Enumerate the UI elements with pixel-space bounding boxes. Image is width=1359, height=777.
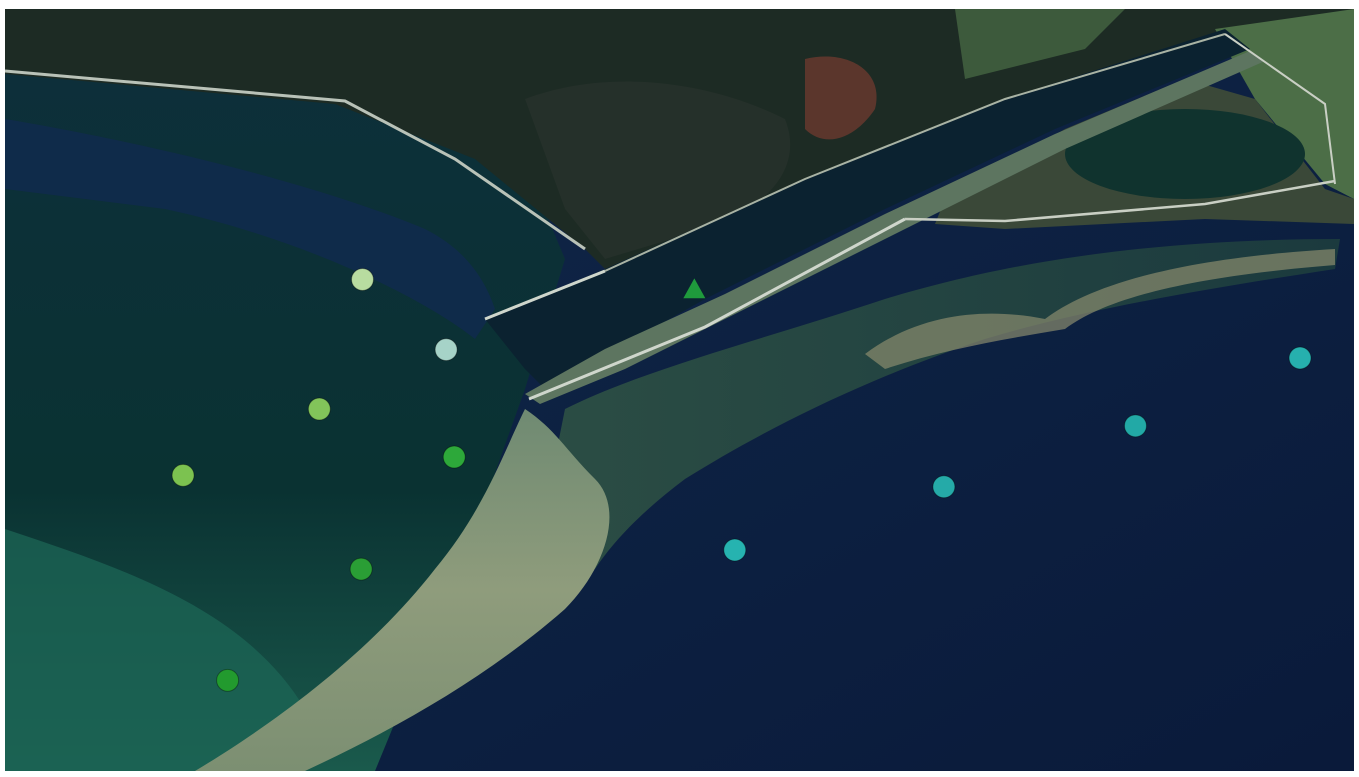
canal-spit — [525, 51, 1265, 404]
circle-marker[interactable] — [932, 475, 956, 499]
circle-marker[interactable] — [171, 463, 195, 487]
circle-marker[interactable] — [1288, 346, 1312, 370]
north-fields — [955, 9, 1125, 79]
markers-layer — [171, 268, 1312, 692]
shelf-sandbars — [865, 249, 1335, 369]
circle-marker[interactable] — [216, 668, 240, 692]
south-jetty — [528, 217, 906, 401]
circle-marker[interactable] — [349, 557, 373, 581]
red-marsh — [805, 56, 877, 140]
circle-marker[interactable] — [434, 338, 458, 362]
circle-marker[interactable] — [350, 268, 374, 292]
circle-marker[interactable] — [442, 445, 466, 469]
lagoon-channel — [5, 119, 495, 339]
circle-marker[interactable] — [723, 538, 747, 562]
canal-road — [604, 33, 1226, 272]
sand-bar — [195, 409, 610, 771]
inner-lagoon — [1065, 109, 1305, 199]
east-road — [1224, 33, 1336, 185]
marsh-area — [525, 81, 791, 259]
circle-marker[interactable] — [307, 397, 331, 421]
lagoon-shallows — [5, 529, 305, 771]
circle-marker[interactable] — [1123, 414, 1147, 438]
coast-road — [904, 179, 1336, 223]
north-jetty — [484, 269, 606, 321]
canal — [485, 29, 1250, 389]
satellite-map[interactable] — [5, 9, 1354, 771]
triangle-marker[interactable] — [683, 278, 706, 299]
west-road — [5, 69, 586, 251]
map-canvas — [5, 9, 1354, 771]
